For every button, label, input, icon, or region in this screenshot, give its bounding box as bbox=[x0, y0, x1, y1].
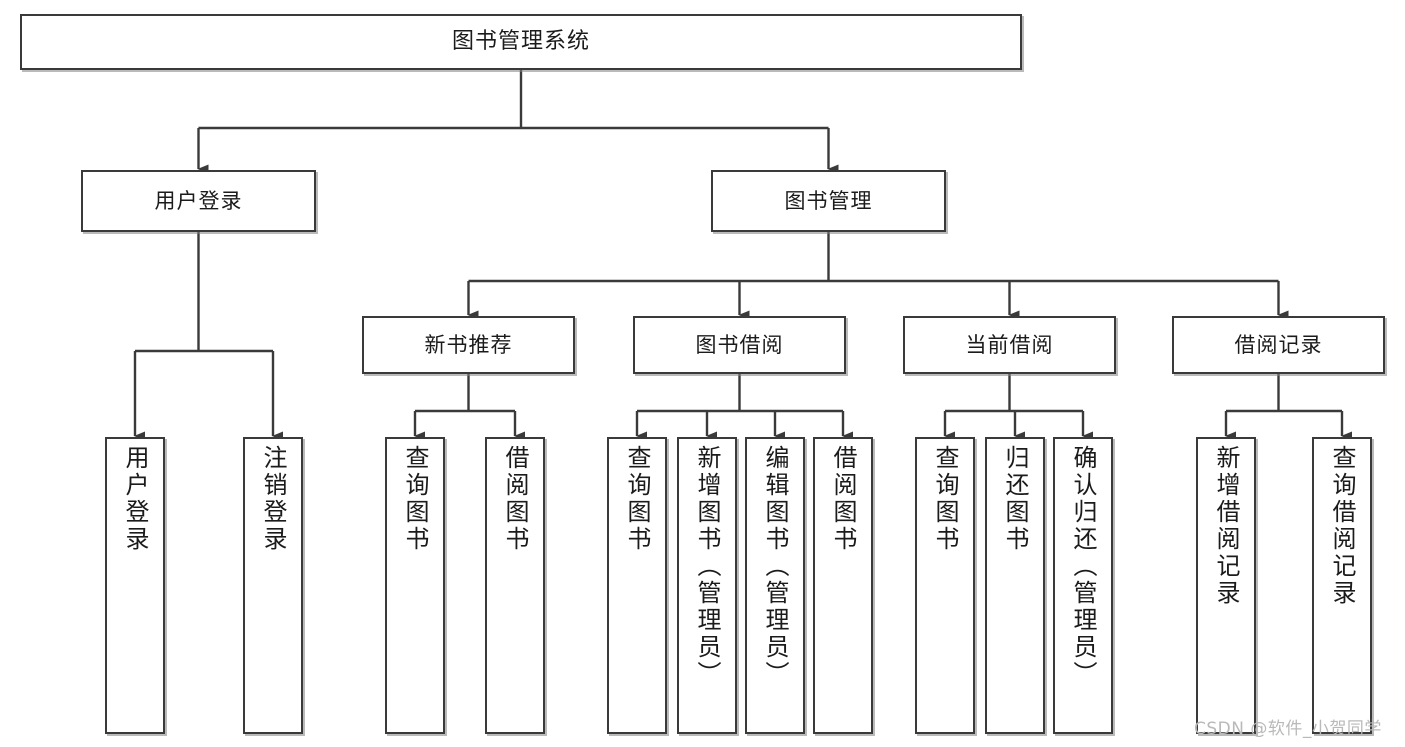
node-leaf-login-2[interactable]: 注销登录 bbox=[243, 437, 303, 734]
node-leaf-bor-1[interactable]: 查询图书 bbox=[607, 437, 667, 734]
node-label: 图书借阅 bbox=[695, 332, 784, 357]
node-label: 借阅记录 bbox=[1234, 332, 1323, 357]
node-label: 确认归还（管理员） bbox=[1069, 445, 1097, 688]
node-label: 编辑图书（管理员） bbox=[761, 445, 789, 688]
node-label: 借阅图书 bbox=[829, 445, 857, 553]
node-leaf-bor-2[interactable]: 新增图书（管理员） bbox=[677, 437, 737, 734]
node-label: 新书推荐 bbox=[424, 332, 513, 357]
node-label: 当前借阅 bbox=[965, 332, 1054, 357]
node-label: 用户登录 bbox=[121, 445, 149, 553]
node-bookmgmt[interactable]: 图书管理 bbox=[711, 170, 946, 232]
node-label: 新增图书（管理员） bbox=[693, 445, 721, 688]
node-leaf-login-1[interactable]: 用户登录 bbox=[105, 437, 165, 734]
node-leaf-new-1[interactable]: 查询图书 bbox=[385, 437, 445, 734]
csdn-watermark: CSDN @软件_小贺同学 bbox=[1194, 719, 1382, 739]
node-label: 查询图书 bbox=[623, 445, 651, 553]
node-leaf-new-2[interactable]: 借阅图书 bbox=[485, 437, 545, 734]
node-leaf-cur-1[interactable]: 查询图书 bbox=[915, 437, 975, 734]
node-leaf-rec-1[interactable]: 新增借阅记录 bbox=[1196, 437, 1256, 734]
node-label: 图书管理系统 bbox=[451, 29, 590, 55]
node-borrow[interactable]: 图书借阅 bbox=[633, 316, 846, 374]
node-newbook[interactable]: 新书推荐 bbox=[362, 316, 575, 374]
node-leaf-cur-3[interactable]: 确认归还（管理员） bbox=[1053, 437, 1113, 734]
node-current[interactable]: 当前借阅 bbox=[903, 316, 1116, 374]
node-label: 归还图书 bbox=[1001, 445, 1029, 553]
node-label: 用户登录 bbox=[154, 188, 243, 213]
node-label: 查询借阅记录 bbox=[1328, 445, 1356, 607]
node-login[interactable]: 用户登录 bbox=[81, 170, 316, 232]
node-root[interactable]: 图书管理系统 bbox=[20, 14, 1022, 70]
node-leaf-rec-2[interactable]: 查询借阅记录 bbox=[1312, 437, 1372, 734]
node-leaf-bor-4[interactable]: 借阅图书 bbox=[813, 437, 873, 734]
node-label: 图书管理 bbox=[784, 188, 873, 213]
node-label: 查询图书 bbox=[931, 445, 959, 553]
node-label: 查询图书 bbox=[401, 445, 429, 553]
node-label: 借阅图书 bbox=[501, 445, 529, 553]
node-records[interactable]: 借阅记录 bbox=[1172, 316, 1385, 374]
node-leaf-bor-3[interactable]: 编辑图书（管理员） bbox=[745, 437, 805, 734]
node-label: 新增借阅记录 bbox=[1212, 445, 1240, 607]
node-leaf-cur-2[interactable]: 归还图书 bbox=[985, 437, 1045, 734]
node-label: 注销登录 bbox=[259, 445, 287, 553]
